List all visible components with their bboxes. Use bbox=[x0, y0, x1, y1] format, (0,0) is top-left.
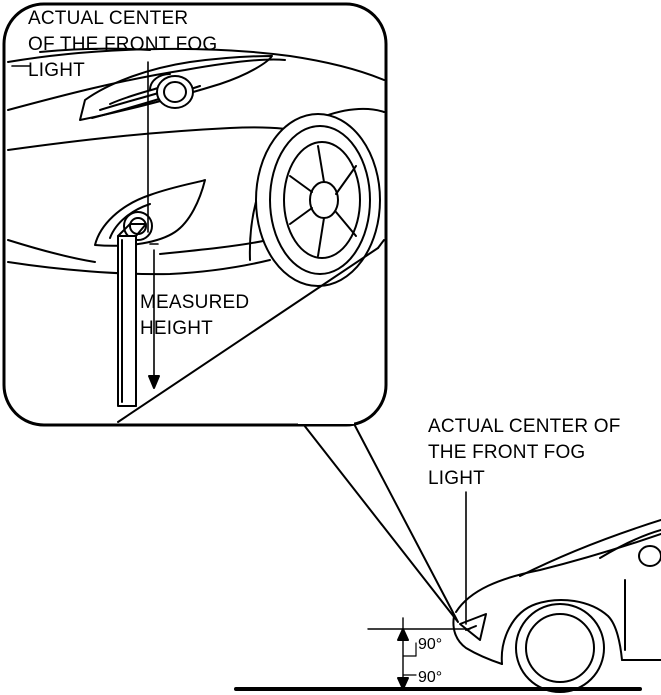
callout-label-line3: LIGHT bbox=[28, 60, 85, 81]
overview-car-front bbox=[452, 519, 661, 693]
measured-height-arrow bbox=[148, 243, 160, 389]
side-callout-line2: THE FRONT FOG bbox=[428, 442, 586, 463]
angle-label-lower: 90° bbox=[418, 669, 443, 686]
detail-ground-line bbox=[117, 247, 379, 423]
measured-label-line2: HEIGHT bbox=[140, 318, 213, 339]
measuring-pole bbox=[117, 223, 147, 407]
callout-label-line1: ACTUAL CENTER bbox=[28, 8, 189, 29]
side-callout-line3: LIGHT bbox=[428, 468, 485, 489]
callout-label-line2: OF THE FRONT FOG bbox=[28, 34, 218, 55]
measured-label-line1: MEASURED bbox=[140, 292, 250, 313]
side-callout-line1: ACTUAL CENTER OF bbox=[428, 416, 621, 437]
detail-car-front bbox=[7, 47, 385, 423]
height-dimension bbox=[367, 617, 471, 690]
angle-label-upper: 90° bbox=[418, 636, 443, 653]
